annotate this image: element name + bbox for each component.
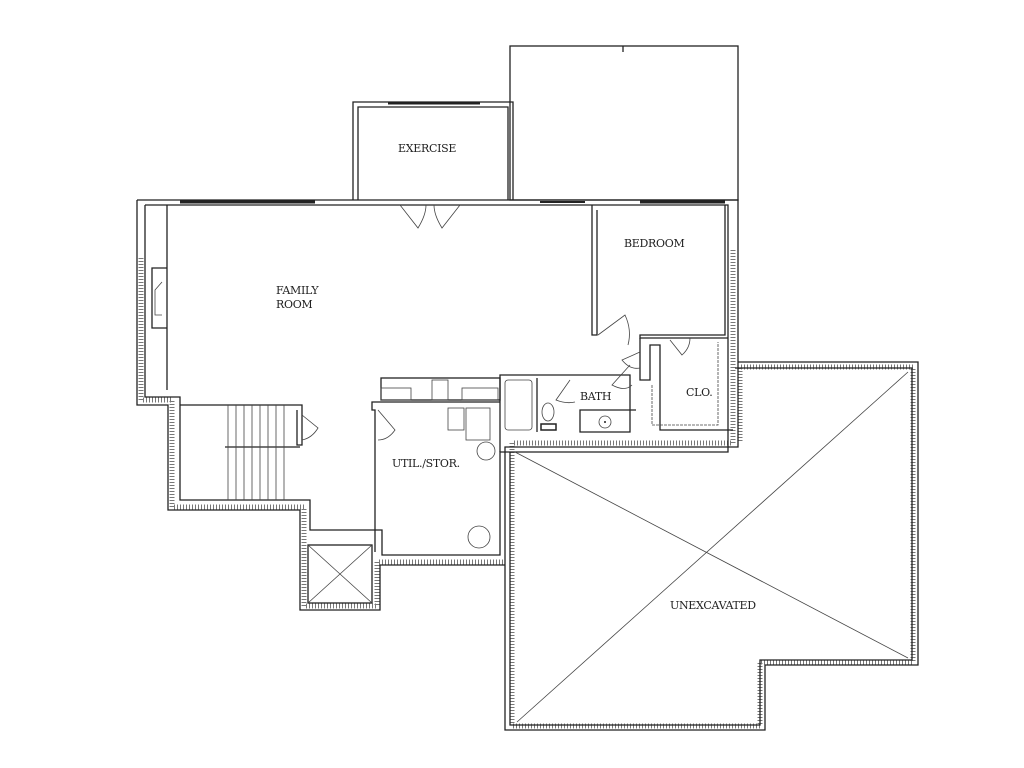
window-well: [307, 544, 373, 604]
utility-room-walls: [371, 401, 500, 552]
label-bath: BATH: [580, 390, 611, 403]
label-family-room-line2: ROOM: [276, 298, 312, 311]
label-utility-storage: UTIL./STOR.: [392, 457, 460, 470]
staircase[interactable]: [180, 404, 319, 500]
label-closet: CLO.: [686, 386, 712, 399]
label-exercise: EXERCISE: [398, 142, 456, 155]
label-family-room-line1: FAMILY: [276, 284, 319, 297]
foundation-walls: [138, 250, 916, 729]
bedroom-walls: [591, 205, 728, 356]
unexcavated-diagonals: [514, 371, 909, 723]
bath-walls: [499, 364, 636, 452]
label-bedroom: BEDROOM: [624, 237, 684, 250]
closet-walls: [621, 338, 733, 431]
fireplace: [151, 267, 167, 329]
label-unexcavated: UNEXCAVATED: [670, 599, 756, 612]
exercise-room-walls: [352, 101, 514, 200]
covered-deck-outline: [509, 45, 739, 201]
kitchenette-counter: [380, 377, 501, 401]
exterior-walls: [136, 199, 919, 731]
exercise-double-door[interactable]: [399, 204, 461, 229]
